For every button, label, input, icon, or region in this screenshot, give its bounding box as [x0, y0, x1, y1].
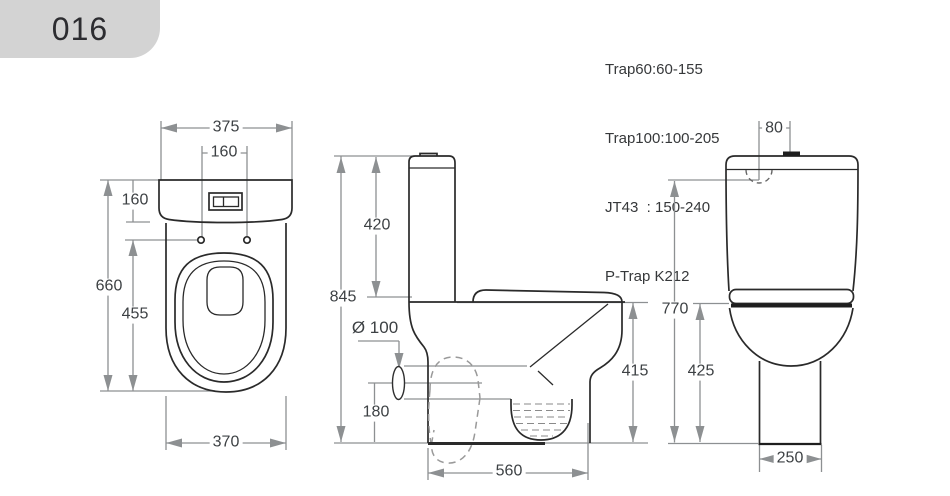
rear-seat-height-label: 425: [684, 363, 718, 381]
product-code-badge: 016: [0, 0, 160, 58]
side-outlet-diameter-label: Ø 100: [348, 319, 402, 337]
plan-tank-depth-label: 160: [118, 192, 152, 210]
plan-bowl-width-label: 370: [209, 434, 243, 452]
spec-line-trap100: Trap100:100-205: [605, 130, 720, 147]
spec-line-trap60: Trap60:60-155: [605, 61, 703, 78]
rear-base-width-label: 250: [773, 450, 807, 468]
rear-view-toilet: [725, 151, 859, 446]
plan-total-depth-label: 660: [92, 278, 126, 296]
spec-line-jt43: JT43 : 150-240: [605, 199, 711, 216]
product-code: 016: [51, 10, 109, 47]
side-total-height-label: 845: [326, 289, 360, 307]
side-base-depth-label: 560: [492, 463, 526, 481]
side-tank-height-label: 420: [360, 217, 394, 235]
spec-line-ptrap: P-Trap K212: [605, 268, 690, 285]
plan-view-toilet: [158, 179, 293, 393]
side-view-toilet: [391, 152, 625, 464]
rear-inlet-height-label: 770: [658, 301, 692, 319]
side-outlet-height-label: 180: [359, 404, 393, 422]
plan-hinge-spacing-label: 160: [207, 144, 241, 162]
rear-inlet-offset-label: 80: [762, 120, 786, 138]
plan-bowl-depth-label: 455: [118, 306, 152, 324]
side-view-dimensions: [334, 155, 648, 480]
side-bowl-height-label: 415: [618, 363, 652, 381]
trap-spec-list: Trap60:60-155 Trap100:100-205 JT43 : 150…: [605, 12, 720, 334]
plan-tank-width-label: 375: [209, 119, 243, 137]
